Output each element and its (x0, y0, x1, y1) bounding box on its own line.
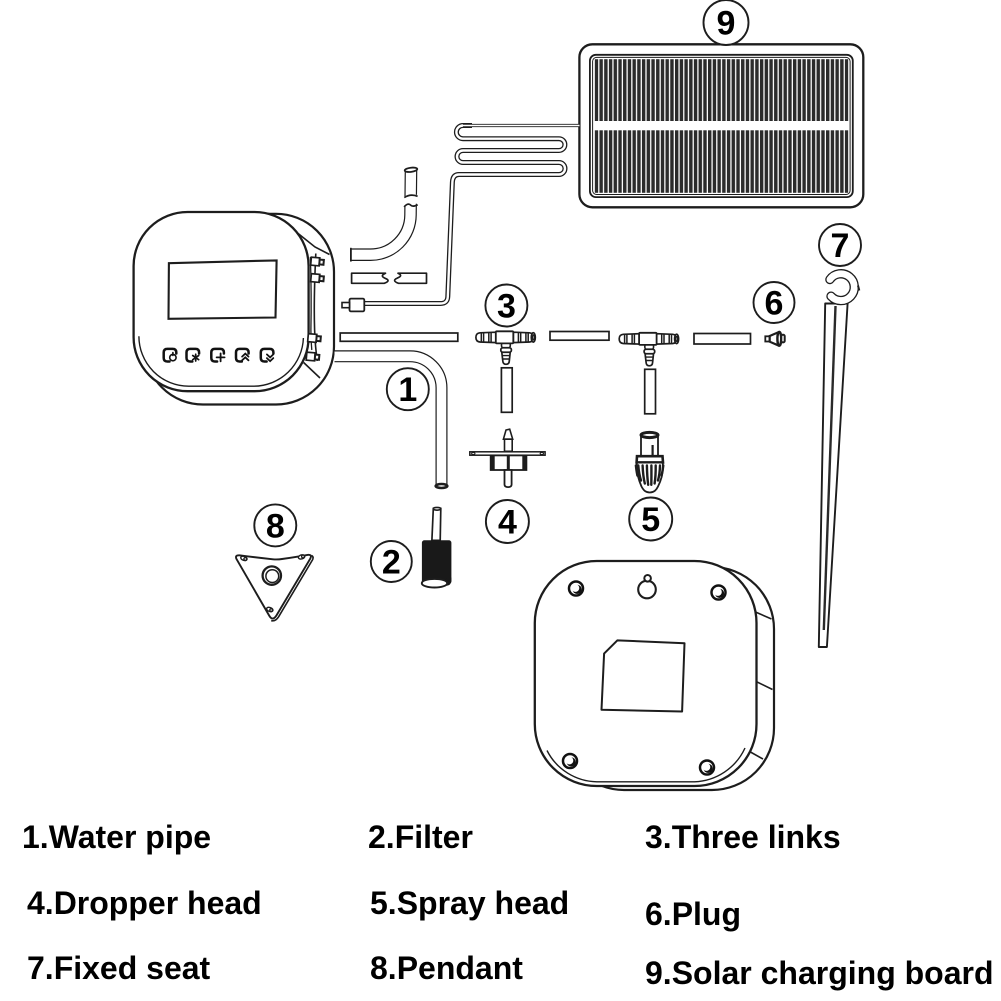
svg-text:2: 2 (382, 544, 401, 582)
svg-text:3: 3 (497, 288, 516, 326)
svg-text:9.Solar charging board: 9.Solar charging board (645, 955, 994, 991)
svg-text:7: 7 (831, 227, 850, 265)
svg-text:9: 9 (717, 5, 736, 43)
svg-text:7.Fixed seat: 7.Fixed seat (27, 950, 211, 986)
svg-text:8: 8 (266, 507, 285, 545)
svg-text:8.Pendant: 8.Pendant (370, 950, 523, 986)
svg-text:2.Filter: 2.Filter (368, 819, 473, 855)
svg-text:1: 1 (398, 371, 417, 409)
svg-text:5.Spray head: 5.Spray head (370, 885, 569, 921)
svg-text:6: 6 (765, 285, 784, 323)
svg-text:5: 5 (641, 501, 660, 539)
svg-text:3.Three links: 3.Three links (645, 819, 841, 855)
svg-text:4: 4 (498, 504, 517, 542)
svg-text:1.Water pipe: 1.Water pipe (22, 819, 211, 855)
svg-text:4.Dropper head: 4.Dropper head (27, 885, 262, 921)
svg-text:6.Plug: 6.Plug (645, 896, 741, 932)
